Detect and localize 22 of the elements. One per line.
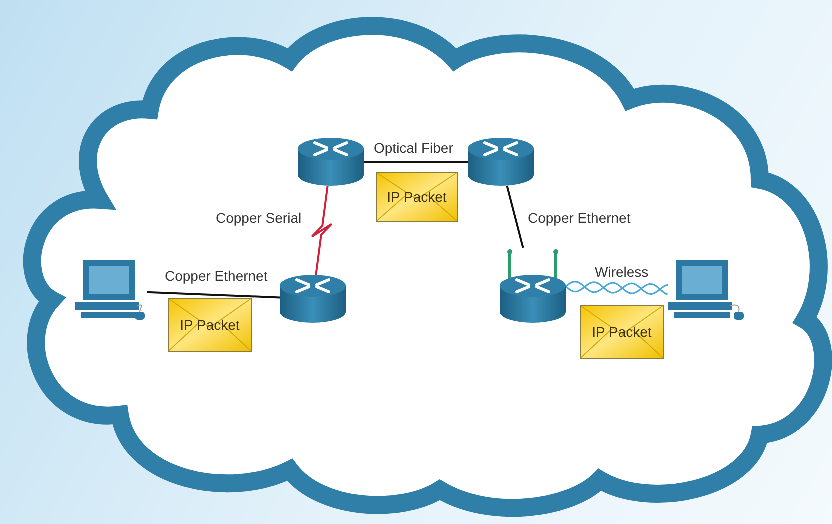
router-icon (298, 138, 364, 186)
edge-label: Wireless (593, 264, 651, 280)
packet-label: IP Packet (592, 324, 652, 340)
edge-label: Copper Serial (214, 210, 304, 226)
cable-line (146, 291, 280, 299)
cable-line (364, 161, 468, 163)
packet-label: IP Packet (180, 317, 240, 333)
wireless-link (565, 281, 669, 296)
wireless-router-icon (500, 248, 566, 323)
edge-label: Copper Ethernet (163, 268, 270, 284)
envelope (168, 298, 252, 352)
cable-line (506, 186, 524, 248)
router-icon (468, 138, 534, 186)
router-icon (280, 275, 346, 323)
edge-label: Optical Fiber (372, 140, 456, 156)
computer-icon (668, 260, 746, 322)
serial-link-line (311, 186, 333, 276)
packet-label: IP Packet (387, 189, 447, 205)
envelope (580, 305, 664, 359)
edge-label: Copper Ethernet (526, 210, 633, 226)
computer-icon (75, 260, 147, 322)
envelope (376, 172, 458, 222)
